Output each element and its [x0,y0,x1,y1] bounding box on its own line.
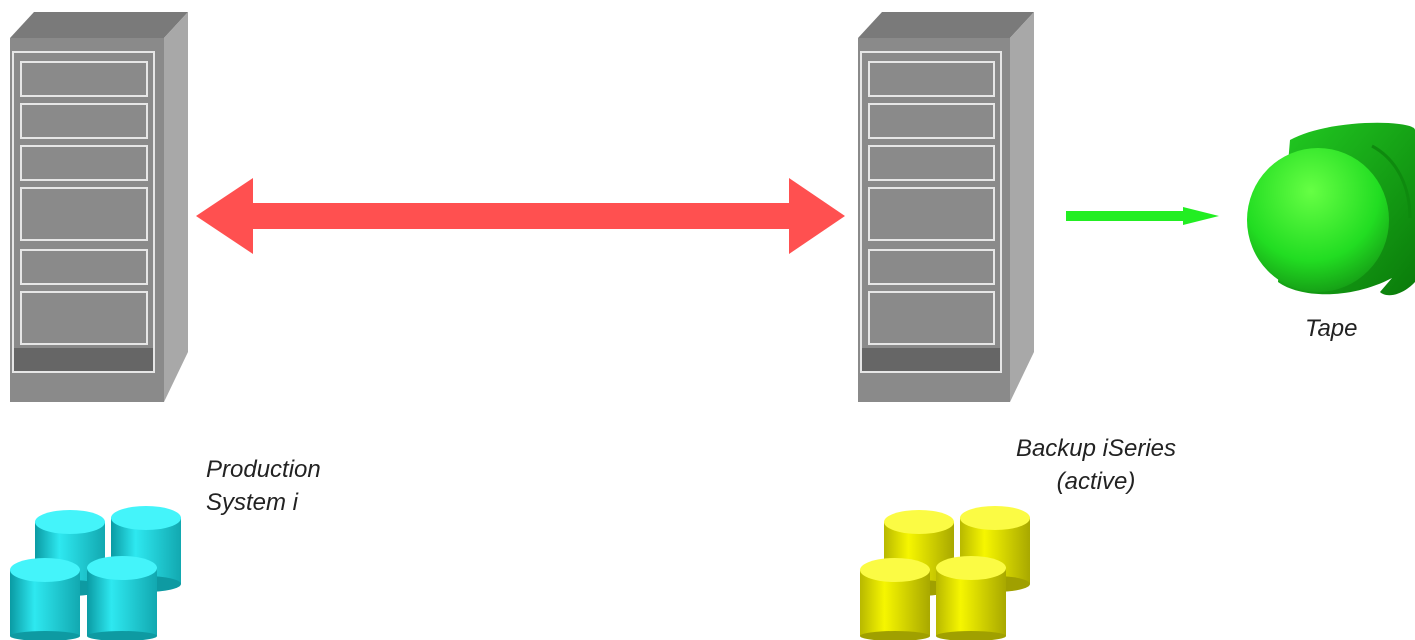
backup-label-line1: Backup iSeries [1015,435,1177,462]
backup-disk-stack-icon [860,506,1030,640]
replication-double-arrow-icon [196,178,845,254]
backup-to-tape-arrow-icon [1066,207,1219,225]
tape-label: Tape [1305,315,1358,342]
backup-system-label: Backup iSeries (active) [962,432,1230,498]
production-disk-stack-icon [10,506,181,640]
production-label-line2: System i [206,489,299,516]
backup-disk-4 [936,556,1006,640]
production-system-label: Production System i [206,453,321,519]
tape-reel-icon [1247,122,1415,296]
production-label-line1: Production [206,456,321,483]
production-disk-4 [87,556,157,640]
backup-server-icon [858,12,1034,402]
backup-label-line2: (active) [1056,468,1136,495]
production-server-icon [10,12,188,402]
backup-disk-3 [860,558,930,640]
production-disk-3 [10,558,80,640]
